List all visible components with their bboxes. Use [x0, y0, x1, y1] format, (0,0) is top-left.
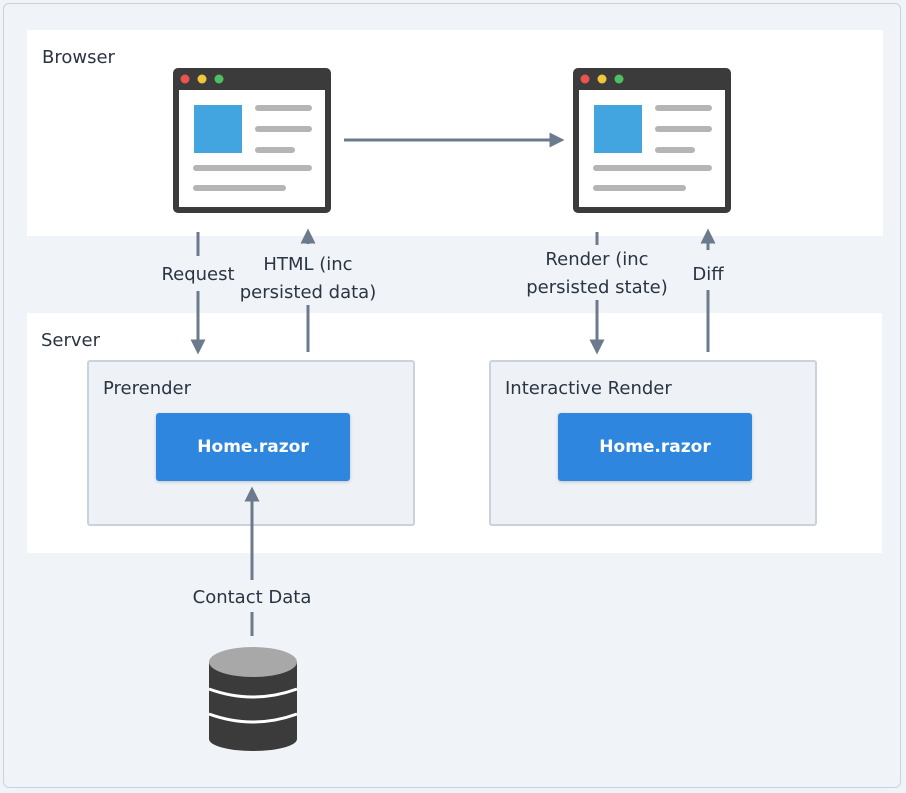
server-zone-label: Server — [41, 330, 101, 351]
interactive-render-label: Interactive Render — [505, 378, 672, 399]
interactive-home-razor-component: Home.razor — [558, 413, 752, 481]
render-label-line-1: Render (inc — [545, 249, 649, 270]
browser-zone: Browser — [27, 30, 883, 236]
browser-window-icon — [173, 68, 331, 213]
browser-window-icon — [573, 68, 731, 213]
database-icon — [208, 647, 298, 751]
prerender-label: Prerender — [103, 378, 192, 399]
contact-data-label: Contact Data — [192, 587, 312, 608]
html-label: HTML (inc persisted data) — [238, 251, 378, 307]
request-label: Request — [161, 264, 235, 285]
render-label: Render (inc persisted state) — [517, 246, 677, 302]
html-label-line-1: HTML (inc — [263, 254, 353, 275]
browser-zone-label: Browser — [42, 47, 115, 68]
diagram-frame — [3, 3, 901, 788]
prerender-home-razor-component: Home.razor — [156, 413, 350, 481]
html-label-line-2: persisted data) — [239, 282, 377, 303]
diff-label: Diff — [692, 264, 724, 285]
render-label-line-2: persisted state) — [526, 277, 668, 298]
